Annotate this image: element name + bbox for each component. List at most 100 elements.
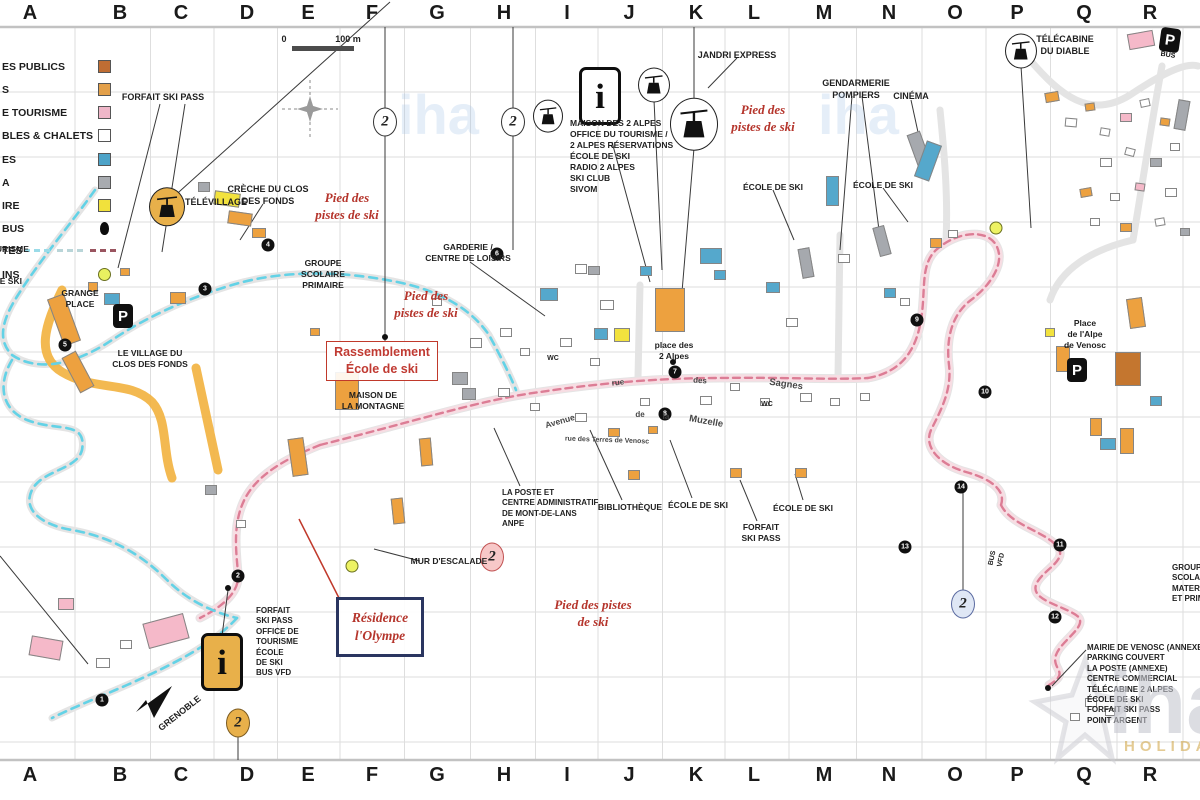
map-label: Pied des pistes de ski — [394, 288, 458, 320]
leader-line — [589, 429, 623, 501]
grid-letter-N-bottom: N — [881, 764, 897, 786]
route-marker-2: 2 — [951, 589, 975, 619]
grid-letter-H-bottom: H — [496, 764, 512, 786]
legend-item: BLES & CHALETS — [2, 127, 93, 145]
grid-letter-O-top: O — [947, 2, 963, 24]
building — [1120, 223, 1132, 232]
building — [198, 182, 210, 192]
building — [1064, 117, 1078, 128]
map-label: FORFAIT SKI PASS OFFICE DE TOURISME ÉCOL… — [256, 606, 299, 678]
grid-letter-I-bottom: I — [564, 764, 570, 786]
grid-letter-P-top: P — [1010, 2, 1024, 24]
building — [700, 248, 722, 264]
map-label: WC — [761, 401, 773, 408]
legend-swatch — [98, 83, 111, 96]
map-label: place des 2 Alpes — [654, 340, 694, 362]
building — [730, 383, 740, 391]
legend-label: A — [2, 177, 10, 189]
grid-letter-R-top: R — [1142, 2, 1158, 24]
map-label: Place de l'Alpe de Venosc — [1063, 318, 1107, 351]
leader-line-red — [298, 518, 341, 601]
grid-letter-A-bottom: A — [22, 764, 38, 786]
building — [948, 230, 958, 238]
scale-bar — [292, 46, 354, 51]
bus-stop-marker: 7 — [668, 365, 682, 379]
leader-line — [169, 1, 391, 201]
building — [104, 293, 120, 305]
building — [1090, 218, 1100, 226]
building — [1099, 127, 1111, 137]
route-marker-2: 2 — [373, 107, 397, 137]
bus-stop-marker: 6 — [490, 247, 504, 261]
building — [786, 318, 798, 327]
legend-item: E TOURISME — [2, 104, 67, 122]
map-label: GROUPE SCOLAIRE MATERNELLE ET PRIMAIRE — [1172, 563, 1200, 604]
building — [1090, 418, 1102, 436]
watermark-star-logo — [1028, 652, 1142, 765]
legend-item: INS — [2, 266, 20, 284]
map-label: ÉCOLE DE SKI — [773, 503, 833, 513]
grid-letter-R-bottom: R — [1142, 764, 1158, 786]
legend-label: ES — [2, 154, 17, 166]
framed-label: Résidence l'Olympe — [336, 597, 424, 657]
building — [498, 388, 510, 397]
building — [120, 268, 130, 276]
route-path-cyandash — [1, 188, 518, 392]
building — [588, 266, 600, 275]
building — [1084, 102, 1096, 112]
bus-stop-marker: 12 — [1048, 610, 1062, 624]
leader-line — [653, 99, 663, 271]
leader-line — [221, 589, 229, 637]
map-label: GENDARMERIE POMPIERS — [822, 78, 890, 100]
building — [648, 426, 658, 434]
bus-stop-marker: 5 — [58, 338, 72, 352]
legend-item: IRE — [2, 197, 20, 215]
route-path-yellow — [40, 285, 177, 483]
building — [1110, 193, 1120, 201]
building — [1085, 698, 1097, 707]
building — [1170, 143, 1180, 151]
route-path-road2 — [1046, 236, 1137, 304]
map-label: GARDERIE / CENTRE DE LOISIRS — [425, 242, 511, 264]
map-label: ÉCOLE DE SKI — [743, 182, 803, 192]
legend-item: A — [2, 174, 10, 192]
legend-swatch — [98, 176, 111, 189]
map-point-dot — [225, 585, 231, 591]
gondola-glyph — [1012, 41, 1030, 60]
watermark-text: HOLIDA — [1124, 738, 1200, 755]
legend-swatch-circle — [98, 268, 111, 281]
leader-line — [161, 103, 186, 253]
leader-line — [794, 473, 804, 501]
building — [205, 485, 217, 495]
building — [594, 328, 608, 340]
legend-swatch — [98, 60, 111, 73]
building — [252, 228, 266, 238]
building — [1045, 328, 1055, 337]
map-label: des — [692, 375, 708, 386]
grid-letter-G-top: G — [429, 2, 445, 24]
grid-letter-A-top: A — [22, 2, 38, 24]
poi-yellow-dot — [345, 559, 359, 573]
building — [826, 176, 839, 206]
grid-letter-B-bottom: B — [112, 764, 128, 786]
leader-line — [772, 189, 795, 241]
legend-label: ES PUBLICS — [2, 61, 66, 73]
map-label: FORFAIT SKI PASS — [741, 522, 781, 544]
legend-label: BLES & CHALETS — [2, 130, 94, 142]
map-label: MAISON DE LA MONTAGNE — [341, 390, 405, 412]
building — [1180, 228, 1190, 236]
legend-label: S — [2, 84, 10, 96]
map-label: la — [662, 412, 670, 421]
leader-line — [373, 548, 421, 562]
map-label: 0 — [281, 34, 287, 44]
building — [1154, 217, 1166, 227]
leader-line — [839, 95, 853, 251]
legend-label: BUS — [2, 223, 25, 235]
bus-stop-marker: 3 — [198, 282, 212, 296]
grid-letter-J-bottom: J — [623, 764, 635, 786]
building — [540, 288, 558, 301]
building — [730, 468, 742, 478]
building — [560, 338, 572, 347]
grid-lines — [0, 25, 1200, 762]
